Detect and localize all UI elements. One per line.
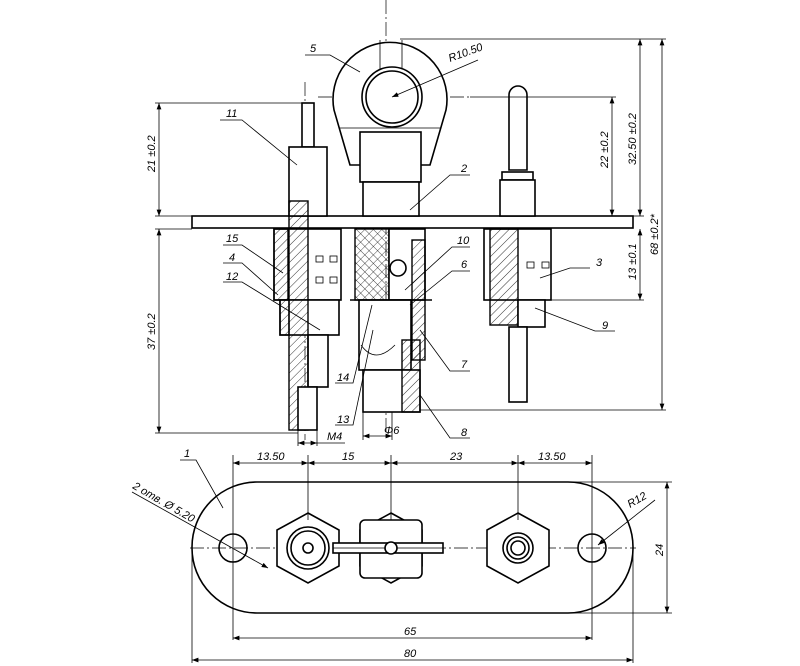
dim-68: 68 ±0.2* [649, 213, 661, 255]
dim-radius: R10.50 [447, 41, 485, 65]
label-6: 6 [461, 259, 468, 271]
dim-21: 21 ±0.2 [146, 135, 158, 173]
dim-24: 24 [654, 544, 666, 557]
hex-nut-right [486, 512, 550, 584]
dim-80: 80 [404, 648, 417, 660]
dim-spacing-2: 15 [342, 451, 355, 463]
label-3: 3 [596, 257, 603, 269]
front-view: 5 11 2 15 4 12 10 6 3 9 7 14 13 8 R10.50… [146, 0, 666, 446]
label-15: 15 [226, 233, 239, 245]
mounting-plate [191, 215, 634, 229]
label-9: 9 [602, 320, 608, 332]
dim-spacing-1: 13.50 [257, 451, 285, 463]
label-10: 10 [457, 235, 470, 247]
label-4: 4 [229, 252, 235, 264]
label-5: 5 [310, 43, 317, 55]
label-11: 11 [226, 108, 237, 120]
top-dimensions [131, 455, 672, 663]
dim-37: 37 ±0.2 [146, 313, 158, 350]
dim-65: 65 [404, 626, 417, 638]
label-2: 2 [460, 163, 467, 175]
plate-outline [191, 481, 634, 614]
dim-phi6: Φ6 [384, 425, 400, 437]
top-part-label-1: 1 [184, 448, 190, 460]
dim-m4: M4 [327, 431, 342, 443]
label-12: 12 [226, 271, 238, 283]
dim-22: 22 ±0.2 [599, 131, 611, 169]
part-labels: 5 11 2 15 4 12 10 6 3 9 7 14 13 8 [226, 43, 608, 439]
part-5-head [332, 40, 448, 217]
hex-nut-center [332, 512, 444, 584]
label-8: 8 [461, 427, 468, 439]
label-14: 14 [337, 372, 349, 384]
top-view: 1 2 отв. Ø 5.20 R12 13.50 15 23 13.50 65… [130, 448, 672, 663]
holes-note: 2 отв. Ø 5.20 [130, 480, 198, 526]
dim-spacing-3: 23 [449, 451, 463, 463]
dim-32: 32.50 ±0.2 [627, 113, 639, 165]
dim-13: 13 ±0.1 [627, 243, 639, 280]
part-11-electrode [273, 102, 342, 431]
front-dimensions [155, 38, 666, 446]
center-assembly [350, 228, 432, 413]
part-3-igniter [483, 85, 552, 403]
leader-lines [220, 54, 615, 439]
dim-spacing-4: 13.50 [538, 451, 566, 463]
label-7: 7 [461, 359, 468, 371]
label-13: 13 [337, 414, 350, 426]
hex-nut-left [276, 512, 340, 584]
